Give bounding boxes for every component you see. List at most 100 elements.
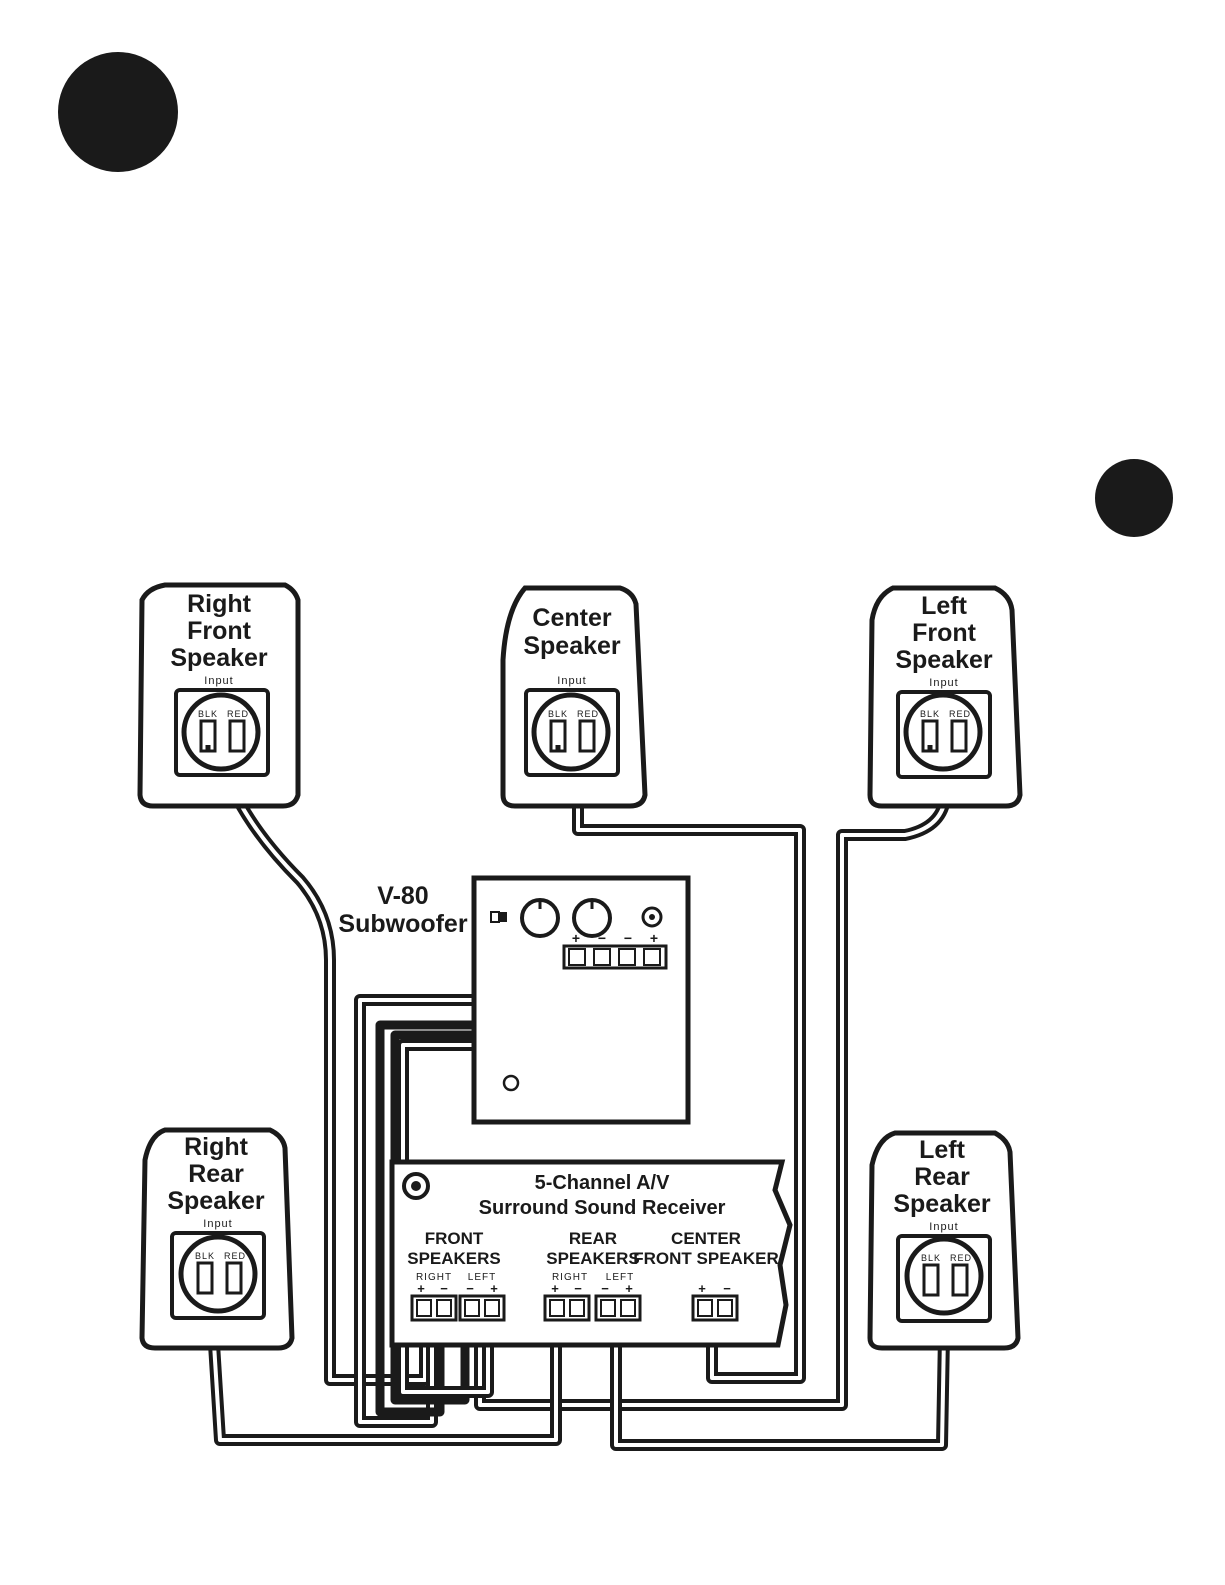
blk-terminal[interactable] — [549, 719, 567, 753]
red-terminal[interactable] — [950, 719, 968, 753]
speaker-label-line3: Speaker — [893, 1190, 991, 1218]
speaker-label-line3: Speaker — [167, 1187, 265, 1215]
input-label: Input — [929, 1221, 958, 1233]
svg-text:+: + — [490, 1281, 498, 1296]
front-speakers-label-line2: SPEAKERS — [407, 1249, 501, 1268]
svg-text:+: + — [551, 1281, 559, 1296]
rear-right-label: RIGHT — [552, 1272, 588, 1283]
speaker-label-line1: Left — [921, 592, 968, 620]
input-label: Input — [204, 675, 233, 687]
front-right-label: RIGHT — [416, 1272, 452, 1283]
red-terminal[interactable] — [228, 719, 246, 753]
speaker-label-line3: Speaker — [895, 646, 993, 674]
power-switch[interactable] — [490, 911, 500, 923]
polarity-marks: +− −+ +− −+ +− — [417, 1281, 731, 1296]
blk-label: BLK — [920, 709, 940, 719]
terminal-right-pos[interactable] — [568, 948, 586, 966]
terminal[interactable] — [436, 1299, 452, 1317]
speaker-label-line2: Rear — [188, 1160, 244, 1188]
terminal-right-neg[interactable] — [593, 948, 611, 966]
red-terminal[interactable] — [225, 1261, 243, 1295]
receiver-title-line1: 5-Channel A/V — [535, 1172, 670, 1194]
speaker-right-rear: Right Rear Speaker Input BLK RED — [139, 1127, 295, 1351]
red-label: RED — [949, 709, 971, 719]
terminal[interactable] — [549, 1299, 565, 1317]
input-label: Input — [929, 677, 958, 689]
svg-text:−: − — [601, 1281, 609, 1296]
speaker-label-line2: Speaker — [523, 632, 621, 660]
power-led — [502, 1074, 520, 1092]
speaker-label-line3: Speaker — [170, 644, 268, 672]
blk-terminal[interactable] — [921, 719, 939, 753]
terminal[interactable] — [620, 1299, 636, 1317]
red-label: RED — [950, 1253, 972, 1263]
step-marker-large — [58, 52, 178, 172]
speaker-label-line1: Right — [184, 1133, 249, 1161]
blk-terminal[interactable] — [922, 1263, 940, 1297]
terminal-cup — [904, 1236, 984, 1316]
terminal-sign: + — [572, 930, 580, 946]
speaker-label-line1: Left — [919, 1136, 966, 1164]
red-label: RED — [227, 709, 249, 719]
speaker-label-line2: Front — [187, 617, 252, 645]
blk-label: BLK — [198, 709, 218, 719]
blk-label: BLK — [548, 709, 568, 719]
wire-terminations — [205, 745, 933, 750]
subwoofer-label-line2: Subwoofer — [338, 910, 467, 938]
subwoofer-label-line1: V-80 — [377, 882, 428, 910]
terminal[interactable] — [717, 1299, 733, 1317]
terminal[interactable] — [464, 1299, 480, 1317]
receiver: 5-Channel A/V Surround Sound Receiver FR… — [389, 1159, 793, 1348]
terminal-sign: − — [624, 930, 632, 946]
terminal-cup — [531, 692, 611, 772]
red-terminal[interactable] — [578, 719, 596, 753]
terminal[interactable] — [600, 1299, 616, 1317]
blk-terminal[interactable] — [196, 1261, 214, 1295]
speaker-center: Center Speaker Input BLK RED — [500, 585, 648, 809]
terminal-left-pos[interactable] — [643, 948, 661, 966]
rear-speakers-label-line2: SPEAKERS — [546, 1249, 640, 1268]
speaker-left-front: Left Front Speaker Input BLK RED — [867, 585, 1023, 809]
svg-text:−: − — [574, 1281, 582, 1296]
center-speaker-label-line1: CENTER — [671, 1229, 741, 1248]
speaker-right-front: Right Front Speaker Input BLK RED — [137, 582, 301, 809]
front-speakers-label-line1: FRONT — [425, 1229, 484, 1248]
terminal-sign: + — [650, 930, 658, 946]
terminal[interactable] — [569, 1299, 585, 1317]
input-label: Input — [203, 1218, 232, 1230]
terminal[interactable] — [697, 1299, 713, 1317]
speaker-left-rear: Left Rear Speaker Input BLK RED — [867, 1130, 1021, 1351]
front-left-label: LEFT — [468, 1272, 496, 1283]
svg-text:−: − — [723, 1281, 731, 1296]
terminal-cup — [181, 692, 261, 772]
center-terminals — [691, 1294, 739, 1322]
svg-text:−: − — [440, 1281, 448, 1296]
receiver-title-line2: Surround Sound Receiver — [479, 1197, 726, 1219]
svg-text:+: + — [698, 1281, 706, 1296]
blk-terminal[interactable] — [199, 719, 217, 753]
rear-left-terminals — [594, 1294, 642, 1322]
center-speaker-label-line2: FRONT SPEAKER — [633, 1249, 778, 1268]
front-right-terminals — [410, 1294, 458, 1322]
step-marker-small — [1095, 459, 1173, 537]
terminal-cup — [903, 692, 983, 772]
red-label: RED — [577, 709, 599, 719]
rear-left-label: LEFT — [606, 1272, 634, 1283]
svg-text:−: − — [466, 1281, 474, 1296]
red-terminal[interactable] — [951, 1263, 969, 1297]
terminal-cup — [178, 1234, 258, 1314]
rear-speakers-label-line1: REAR — [569, 1229, 617, 1248]
input-label: Input — [557, 675, 586, 687]
terminal-left-neg[interactable] — [618, 948, 636, 966]
rear-right-terminals — [543, 1294, 591, 1322]
terminal[interactable] — [416, 1299, 432, 1317]
red-label: RED — [224, 1251, 246, 1261]
blk-label: BLK — [921, 1253, 941, 1263]
speaker-label-line1: Right — [187, 590, 252, 618]
terminal[interactable] — [484, 1299, 500, 1317]
svg-text:+: + — [625, 1281, 633, 1296]
blk-label: BLK — [195, 1251, 215, 1261]
speaker-label-line1: Center — [532, 604, 611, 632]
svg-text:+: + — [417, 1281, 425, 1296]
